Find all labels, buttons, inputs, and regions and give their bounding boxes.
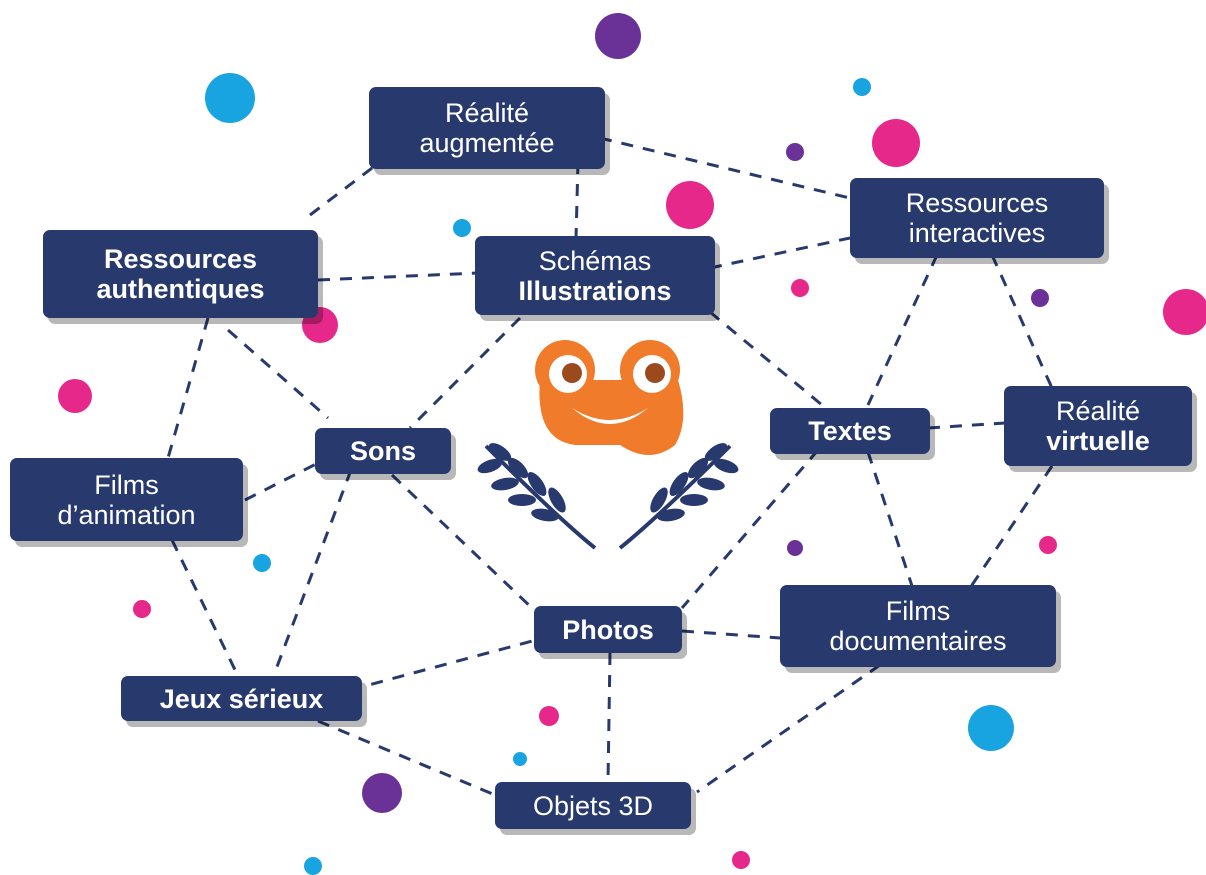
node-label: augmentée bbox=[419, 128, 555, 158]
node-films-documentaires: Films documentaires bbox=[780, 585, 1056, 667]
decorative-dot bbox=[304, 857, 322, 875]
decorative-dot bbox=[1031, 289, 1049, 307]
decorative-dot bbox=[133, 600, 151, 618]
node-label: Films bbox=[885, 596, 951, 626]
connector-line bbox=[390, 473, 534, 610]
node-schemas-illustrations: Schémas Illustrations bbox=[475, 236, 715, 315]
decorative-dot bbox=[513, 752, 527, 766]
decorative-dot bbox=[1039, 536, 1057, 554]
node-sons: Sons bbox=[315, 428, 451, 474]
node-label: Photos bbox=[562, 614, 654, 645]
decorative-dot bbox=[1163, 289, 1206, 335]
connector-line bbox=[866, 451, 914, 587]
decorative-dot bbox=[595, 13, 641, 59]
decorative-dot bbox=[453, 219, 471, 237]
node-label: Illustrations bbox=[518, 275, 672, 306]
decorative-dot bbox=[362, 773, 402, 813]
node-label: d’animation bbox=[57, 499, 196, 530]
node-label: Schémas bbox=[538, 245, 652, 276]
connector-line bbox=[244, 461, 319, 502]
decorative-dot bbox=[786, 143, 804, 161]
decorative-dot bbox=[732, 851, 750, 869]
node-label: Jeux sérieux bbox=[159, 683, 324, 714]
node-label: Ressources bbox=[905, 188, 1049, 218]
node-label: Réalité bbox=[1055, 396, 1141, 426]
decorative-dot bbox=[791, 279, 809, 297]
connector-line bbox=[349, 638, 537, 692]
decorative-dot bbox=[666, 181, 714, 229]
connector-line bbox=[317, 271, 479, 282]
connector-line bbox=[309, 160, 381, 217]
node-label: Sons bbox=[349, 436, 416, 466]
decorative-dot bbox=[872, 119, 920, 167]
node-label: Textes bbox=[808, 416, 892, 446]
node-label: documentaires bbox=[829, 626, 1007, 656]
node-label: Films bbox=[94, 469, 159, 500]
decorative-dot bbox=[787, 540, 803, 556]
decorative-dot bbox=[205, 73, 255, 123]
decorative-dot bbox=[968, 705, 1014, 751]
connector-line bbox=[696, 663, 881, 794]
node-textes: Textes bbox=[770, 408, 930, 454]
connector-line bbox=[599, 136, 859, 202]
node-realite-augmentee: Réalité augmentée bbox=[369, 87, 605, 169]
connector-line bbox=[866, 254, 939, 406]
decorative-dot bbox=[539, 706, 559, 726]
laurel-wreath-icon bbox=[477, 443, 739, 550]
node-label: Réalité bbox=[444, 98, 530, 128]
decorative-dot bbox=[853, 78, 871, 96]
node-label: Objets 3D bbox=[532, 790, 654, 821]
connector-line bbox=[273, 469, 353, 673]
decorative-dot bbox=[58, 379, 92, 413]
node-ressources-interactives: Ressources interactives bbox=[850, 178, 1104, 258]
connector-line bbox=[968, 465, 1054, 589]
connector-line bbox=[681, 629, 781, 640]
node-label: authentiques bbox=[96, 274, 265, 304]
node-label: Ressources bbox=[103, 244, 258, 274]
node-films-animation: Films d’animation bbox=[10, 458, 243, 541]
connector-line bbox=[408, 316, 522, 430]
node-photos: Photos bbox=[534, 606, 682, 653]
connector-line bbox=[166, 317, 210, 459]
node-objets-3d: Objets 3D bbox=[495, 782, 691, 829]
node-label: virtuelle bbox=[1046, 426, 1150, 456]
node-label: interactives bbox=[908, 218, 1046, 248]
node-jeux-serieux: Jeux sérieux bbox=[121, 676, 362, 721]
connector-line bbox=[170, 539, 240, 677]
connector-line bbox=[709, 310, 823, 407]
connector-line bbox=[227, 328, 329, 420]
node-ressources-authentiques: Ressources authentiques bbox=[43, 230, 318, 318]
connector-line bbox=[709, 236, 851, 270]
connector-line bbox=[990, 254, 1054, 389]
node-realite-virtuelle: Réalité virtuelle bbox=[1004, 386, 1192, 466]
connector-line bbox=[317, 719, 496, 797]
frog-mascot-icon bbox=[535, 340, 684, 455]
decorative-dot bbox=[253, 554, 271, 572]
